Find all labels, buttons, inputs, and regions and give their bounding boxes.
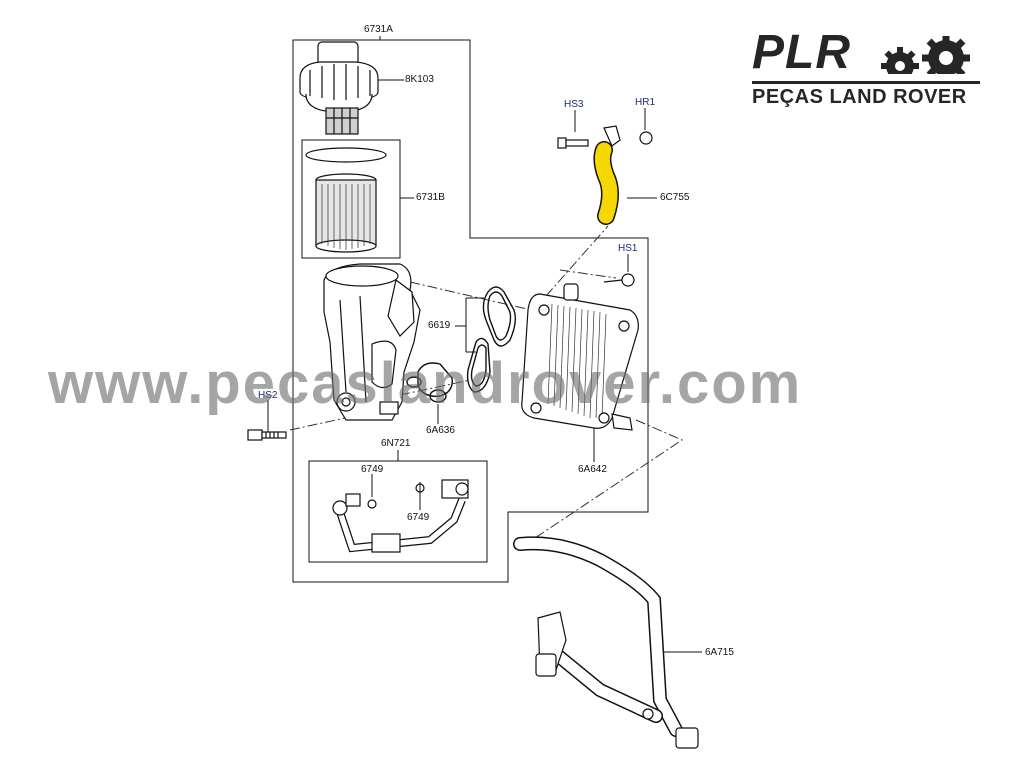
label-HR1: HR1 <box>635 97 656 108</box>
watermark-url: www.pecaslandrover.com <box>48 351 803 416</box>
label-6C755: 6C755 <box>660 192 690 203</box>
tube-6N721 <box>332 479 469 553</box>
oil-filter-housing <box>323 263 421 421</box>
gasket-6619 <box>466 286 517 393</box>
bolt-HS3 <box>557 137 589 149</box>
logo-subtitle: PEÇAS LAND ROVER <box>752 86 967 108</box>
label-HS3: HS3 <box>564 99 584 110</box>
filter-box-6731B <box>301 139 401 259</box>
gears-icon <box>872 36 982 82</box>
label-6A715: 6A715 <box>705 647 734 658</box>
label-8K103: 8K103 <box>405 74 434 85</box>
label-6731A: 6731A <box>364 24 393 35</box>
filter-cap-8K103 <box>299 41 379 135</box>
hose-6C755 <box>593 141 619 225</box>
label-6A642: 6A642 <box>578 464 607 475</box>
label-6749-a: 6749 <box>361 464 384 475</box>
label-HS1: HS1 <box>618 243 638 254</box>
label-6A636: 6A636 <box>426 425 455 436</box>
label-6731B: 6731B <box>416 192 445 203</box>
label-6N721: 6N721 <box>381 438 411 449</box>
label-6749-b: 6749 <box>407 512 430 523</box>
bolt-HS1 <box>603 273 635 287</box>
assembly-outline-6731A <box>292 39 649 583</box>
filter-element-6731B <box>305 147 387 253</box>
oil-cooler-6A642 <box>521 283 639 431</box>
seals-6A636 <box>406 362 453 403</box>
label-6619: 6619 <box>428 320 451 331</box>
logo-divider <box>752 81 980 84</box>
bolt-HS2 <box>247 429 287 441</box>
pipe-6A715 <box>513 536 699 749</box>
logo-title: PLR <box>752 26 851 79</box>
plr-logo: PLR PEÇAS LAND <box>752 28 984 112</box>
clip-HR1 <box>603 125 653 147</box>
label-HS2: HS2 <box>258 390 278 401</box>
